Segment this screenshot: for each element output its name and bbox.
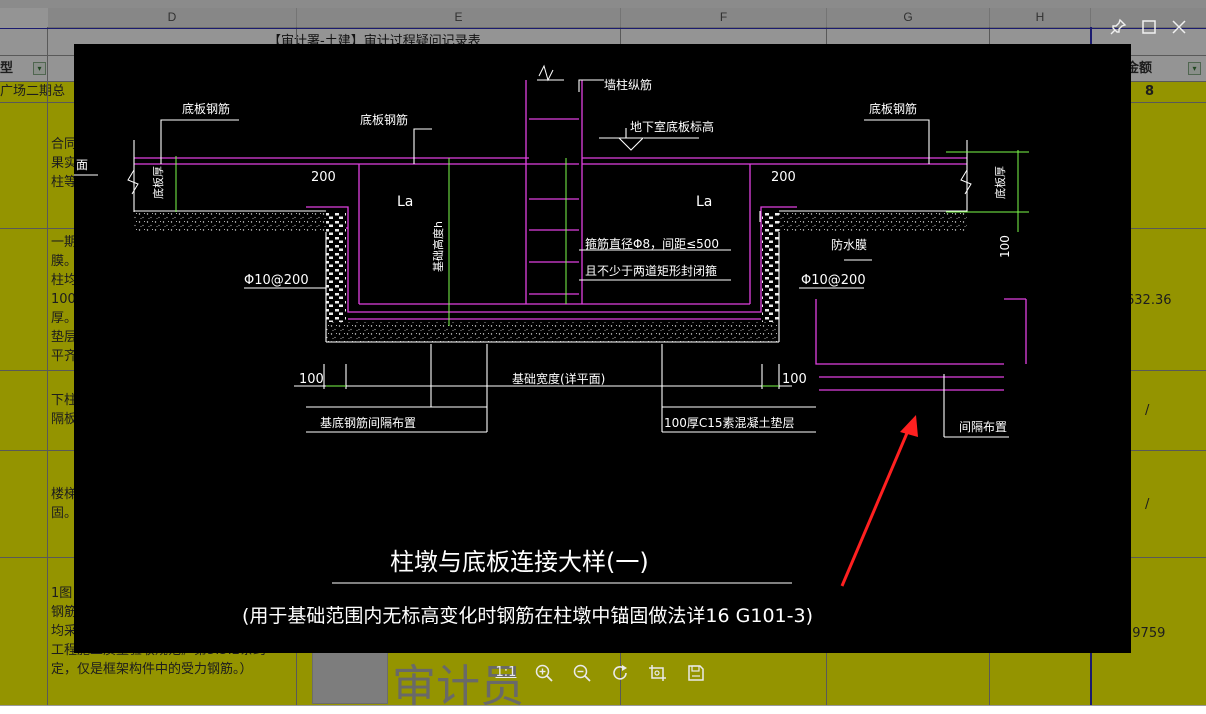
label-bottom-rebar-left: 底板钢筋: [182, 101, 230, 116]
row-cell-right: /: [1145, 403, 1150, 418]
label-cushion: 100厚C15素混凝土垫层: [664, 415, 795, 430]
sheet-top-strip: [0, 0, 1206, 8]
label-la-right: La: [696, 194, 712, 210]
brick-wall-left: [326, 212, 346, 322]
row-cell-left: 楼梯 固。: [51, 487, 78, 521]
label-basement-floor-elevation: 地下室底板标高: [630, 119, 714, 134]
label-la-left: La: [397, 194, 413, 210]
drawing-title: 柱墩与底板连接大样(一): [390, 548, 649, 576]
label-dim-100-vertical: 100: [998, 235, 1012, 258]
label-left-edge: 面: [76, 158, 88, 172]
label-dim-200-right: 200: [771, 170, 796, 185]
label-base-rebar-spacing: 基底钢筋间隔布置: [320, 415, 416, 430]
zoom-in-icon[interactable]: [530, 658, 558, 688]
label-stirrup-note-2: 且不少于两道矩形封闭箍: [585, 263, 717, 278]
label-foundation-height: 基础高度h: [431, 221, 445, 272]
cad-drawing: 底板钢筋 底板钢筋 底板钢筋 墙柱纵筋 地下室底板标高 200 200 La L…: [74, 64, 1029, 627]
brick-wall-right: [762, 212, 779, 322]
row-cell-left: 下柱 隔板: [51, 393, 78, 427]
label-bottom-rebar-right: 底板钢筋: [869, 101, 917, 116]
label-dim-200-left: 200: [311, 170, 336, 185]
column-header-d[interactable]: D: [48, 8, 297, 28]
row-cell-right: 8: [1145, 84, 1155, 99]
label-rebar-left: Φ10@200: [244, 273, 309, 288]
column-header-e[interactable]: E: [297, 8, 621, 28]
row-cell-right: 632.36: [1126, 293, 1172, 308]
column-header-h[interactable]: H: [990, 8, 1091, 28]
label-foundation-width: 基础宽度(详平面): [512, 371, 605, 386]
slab-rebar-lines: [134, 80, 1027, 391]
label-bottom-rebar-mid: 底板钢筋: [360, 112, 408, 127]
column-header-i[interactable]: [1091, 8, 1206, 28]
label-plate-thickness-right: 底板厚: [993, 166, 1007, 199]
label-plate-thickness-left: 底板厚: [151, 166, 165, 199]
filter-dropdown-icon[interactable]: ▾: [33, 62, 46, 75]
label-wall-column-rebar: 墙柱纵筋: [604, 77, 652, 92]
pin-icon[interactable]: [1107, 16, 1129, 38]
red-annotation-arrow: [840, 415, 918, 587]
row-cell-right: /: [1145, 497, 1150, 512]
embedded-document-text: 审计员: [392, 661, 524, 712]
slab-hatch-right: [779, 212, 967, 232]
label-dim-100-left: 100: [299, 372, 324, 387]
image-viewer[interactable]: 底板钢筋 底板钢筋 底板钢筋 墙柱纵筋 地下室底板标高 200 200 La L…: [74, 44, 1131, 653]
label-rebar-right: Φ10@200: [801, 273, 866, 288]
row-cell-left: 一期 膜。 柱均 100 厚。 垫层 平齐: [51, 235, 78, 364]
label-spacing-layout: 间隔布置: [959, 420, 1007, 434]
zoom-out-icon[interactable]: [568, 658, 596, 688]
label-stirrup-note-1: 箍筋直径Φ8，间距≤500: [585, 236, 719, 251]
row-cell-left: 合同 果实 柱等: [51, 137, 78, 190]
column-header-f[interactable]: F: [621, 8, 827, 28]
close-icon[interactable]: [1168, 16, 1190, 38]
viewer-toolbar: 1:1: [490, 658, 720, 690]
column-header-g[interactable]: G: [827, 8, 990, 28]
left-header: 型: [0, 61, 14, 76]
filter-dropdown-icon[interactable]: ▾: [1188, 62, 1201, 75]
rotate-icon[interactable]: [606, 658, 634, 688]
row-cell-right: 59759: [1124, 626, 1166, 641]
cushion-hatch: [326, 322, 778, 342]
structure-lines: [74, 64, 1009, 584]
row-cell-left: 广场二期总: [0, 84, 66, 99]
grid-line: [47, 27, 48, 705]
dimension-lines: [175, 150, 1029, 387]
maximize-icon[interactable]: [1138, 16, 1160, 38]
actual-size-button[interactable]: 1:1: [495, 665, 517, 680]
grid-line: [0, 28, 1206, 29]
drawing-subtitle: (用于基础范围内无标高变化时钢筋在柱墩中锚固做法详16 G101-3): [242, 605, 813, 627]
crop-icon[interactable]: [644, 658, 672, 688]
slab-hatch-left: [134, 212, 326, 232]
save-icon[interactable]: [682, 658, 710, 688]
label-dim-100-right: 100: [782, 372, 807, 387]
label-waterproof-membrane: 防水膜: [831, 237, 867, 252]
